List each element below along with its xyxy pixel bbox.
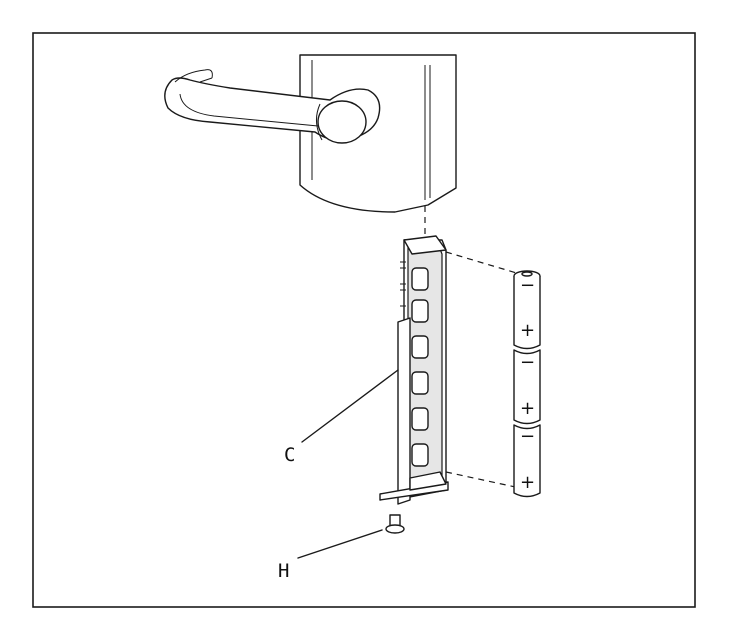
battery-2-positive: + <box>520 398 535 419</box>
battery-1: − + <box>513 270 541 350</box>
battery-3-negative: − <box>520 426 535 447</box>
diagram-frame <box>32 32 696 608</box>
battery-2-negative: − <box>520 352 535 373</box>
screw <box>385 514 405 534</box>
battery-stack: − + − + − + <box>513 270 541 498</box>
battery-cover <box>379 235 449 505</box>
label-screw: H <box>278 560 289 582</box>
battery-3: − + <box>513 424 541 498</box>
battery-3-positive: + <box>520 472 535 493</box>
battery-clips <box>411 267 429 467</box>
leader-line-screw <box>297 529 383 559</box>
leader-line-cover <box>301 369 399 443</box>
label-cover: C <box>284 444 295 466</box>
guide-line-bottom <box>445 471 521 489</box>
battery-1-positive: + <box>520 320 535 341</box>
lever-handle <box>164 54 457 213</box>
guide-line-top <box>445 251 521 275</box>
battery-1-negative: − <box>520 275 535 296</box>
battery-2: − + <box>513 349 541 425</box>
